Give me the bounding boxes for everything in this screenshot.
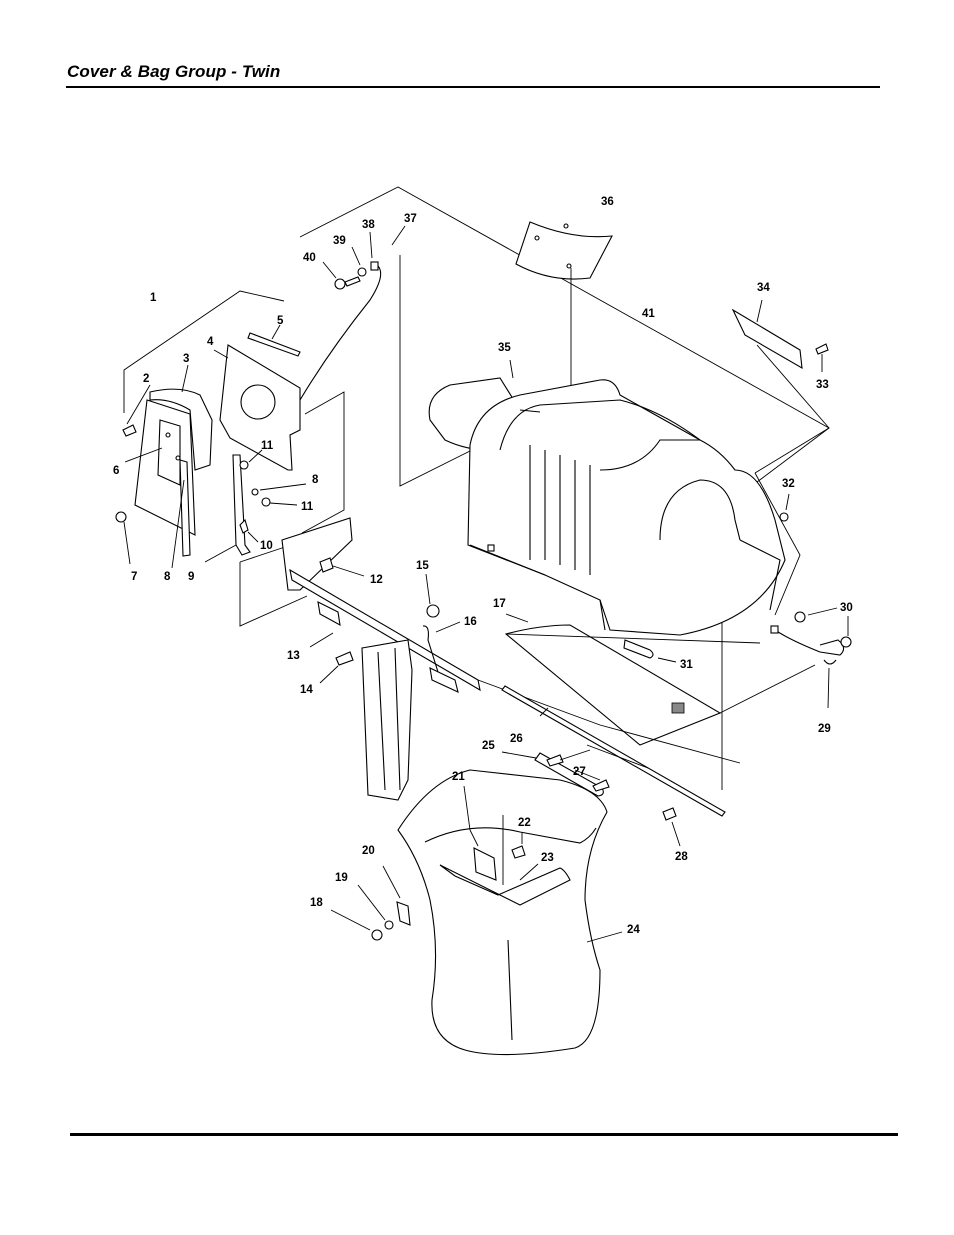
callout-10: 10 xyxy=(260,540,273,552)
part-20-clip xyxy=(382,865,411,926)
callout-16: 16 xyxy=(464,616,477,628)
callout-27: 27 xyxy=(573,766,586,778)
part-11-nuts xyxy=(239,449,298,507)
callout-23: 23 xyxy=(541,852,554,864)
part-34-plate xyxy=(731,299,803,370)
part-33-screw xyxy=(815,343,829,372)
callout-6: 6 xyxy=(113,465,119,477)
callout-33: 33 xyxy=(816,379,829,391)
part-7-nut xyxy=(115,511,131,565)
callout-9: 9 xyxy=(188,571,194,583)
callout-1: 1 xyxy=(150,292,157,304)
part-12-hanger-plate xyxy=(281,517,365,591)
part-10-bolt xyxy=(239,518,259,543)
callout-5: 5 xyxy=(277,315,284,327)
part-18-nut xyxy=(330,909,383,941)
callout-26: 26 xyxy=(510,733,523,745)
part-28-screw xyxy=(662,807,681,847)
callout-41: 41 xyxy=(642,308,655,320)
part-3-chute-deflector xyxy=(149,364,213,471)
callout-31: 31 xyxy=(680,659,693,671)
part-4-back-plate xyxy=(213,344,301,471)
callout-29: 29 xyxy=(818,723,831,735)
callout-labels: 1 2 3 4 5 6 7 8 8 9 10 11 11 12 13 14 15… xyxy=(113,196,853,936)
part-26-rod xyxy=(501,685,726,817)
callout-11-bottom: 11 xyxy=(301,501,314,513)
callout-39: 39 xyxy=(333,235,346,247)
part-29-latch xyxy=(770,625,845,709)
callout-24: 24 xyxy=(627,924,640,936)
part-24-bag xyxy=(397,769,623,1056)
part-19-washer xyxy=(357,884,394,930)
callout-11-top: 11 xyxy=(261,440,274,452)
part-30-nuts xyxy=(794,607,852,648)
callout-15: 15 xyxy=(416,560,429,572)
callout-8-bottom: 8 xyxy=(164,571,171,583)
callout-35: 35 xyxy=(498,342,511,354)
callout-7: 7 xyxy=(131,571,137,583)
part-13-rail xyxy=(289,568,481,693)
callout-13: 13 xyxy=(287,650,300,662)
callout-12: 12 xyxy=(370,574,383,586)
callout-2: 2 xyxy=(143,373,149,385)
part-6-chute-plate xyxy=(124,399,196,536)
callout-22: 22 xyxy=(518,817,531,829)
callout-3: 3 xyxy=(183,353,189,365)
part-2-screw xyxy=(122,384,151,437)
callout-20: 20 xyxy=(362,845,375,857)
callout-25: 25 xyxy=(482,740,495,752)
callout-36: 36 xyxy=(601,196,614,208)
part-41-cover-housing xyxy=(428,359,786,636)
callout-19: 19 xyxy=(335,872,348,884)
part-15-nut xyxy=(425,573,440,618)
footer-rule xyxy=(70,1133,898,1136)
callout-18: 18 xyxy=(310,897,323,909)
callout-34: 34 xyxy=(757,282,770,294)
part-8-clip xyxy=(171,459,191,569)
part-9-bracket xyxy=(204,454,251,563)
part-27-screws xyxy=(546,744,649,792)
callout-14: 14 xyxy=(300,684,313,696)
part-14-bolt xyxy=(319,651,354,684)
callout-21: 21 xyxy=(452,771,465,783)
callout-38: 38 xyxy=(362,219,375,231)
callout-17: 17 xyxy=(493,598,506,610)
part-17-sheet xyxy=(504,613,722,746)
part-31-pin xyxy=(623,639,677,663)
part-23-frame xyxy=(439,863,571,906)
part-32-nut xyxy=(779,493,790,522)
part-5-strip xyxy=(247,324,301,357)
callout-28: 28 xyxy=(675,851,688,863)
callout-4: 4 xyxy=(207,336,214,348)
hanger-arm xyxy=(361,639,413,801)
part-21-hook xyxy=(463,785,497,881)
callout-30: 30 xyxy=(840,602,853,614)
header-rule xyxy=(66,86,880,88)
part-22-bolt xyxy=(502,815,526,885)
callout-40: 40 xyxy=(303,252,316,264)
page-title: Cover & Bag Group - Twin xyxy=(67,62,281,81)
callout-8-right: 8 xyxy=(312,474,319,486)
part-37-40-fasteners xyxy=(299,225,406,401)
part-8-washer xyxy=(251,483,307,496)
callout-32: 32 xyxy=(782,478,795,490)
part-16-spring xyxy=(422,621,461,673)
callout-37: 37 xyxy=(404,213,417,225)
